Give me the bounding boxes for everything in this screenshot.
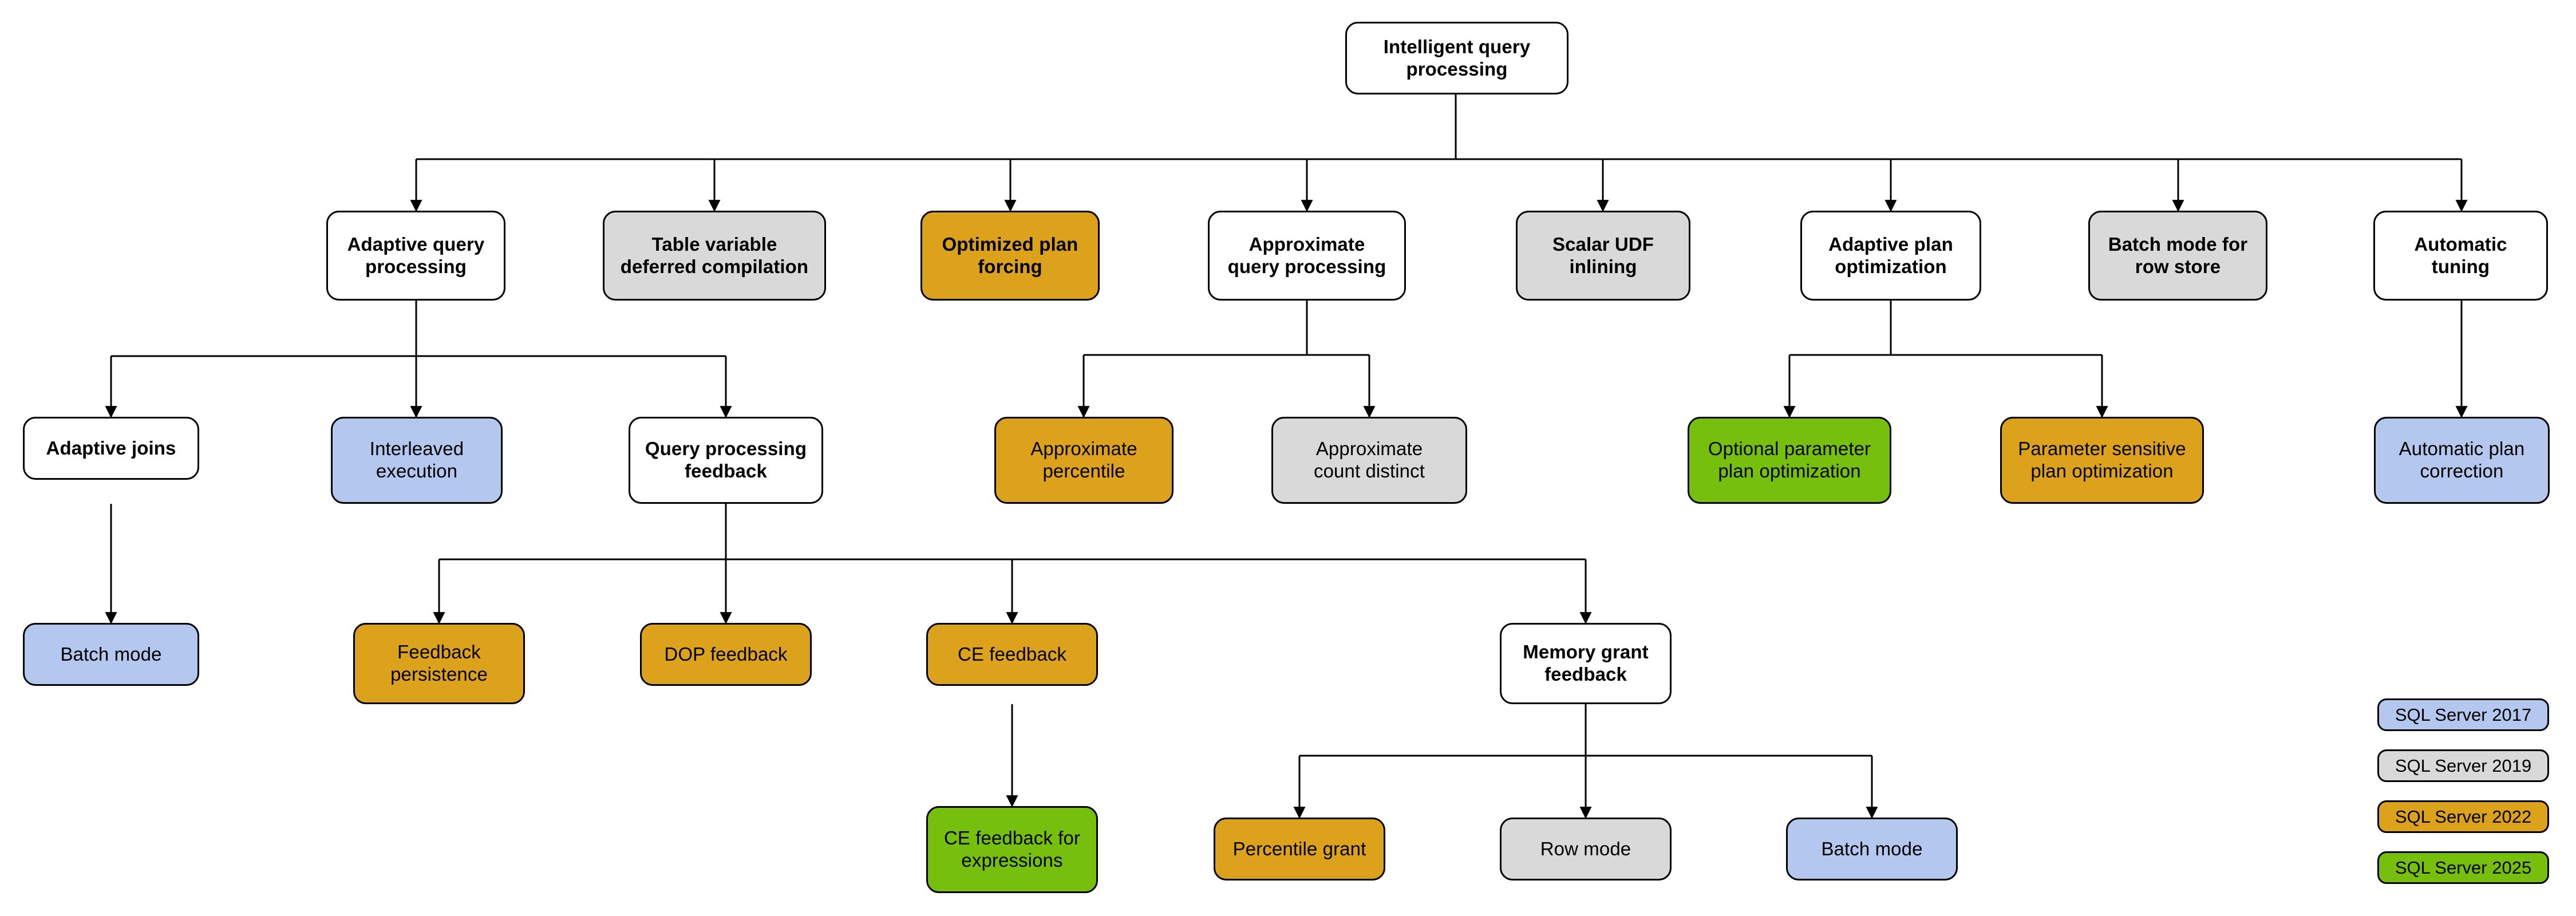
node-query-processing-feedback[interactable]: Query processing feedback [629, 417, 823, 504]
node-interleaved-execution[interactable]: Interleaved execution [331, 417, 503, 504]
node-label: Intelligent query processing [1383, 35, 1531, 80]
node-label: Percentile grant [1232, 838, 1366, 859]
node-approximate-count-distinct[interactable]: Approximate count distinct [1271, 417, 1467, 504]
node-label: Batch mode [60, 643, 162, 665]
legend-label: SQL Server 2019 [2395, 755, 2532, 776]
edge-group-aqp [105, 301, 732, 418]
edge-group-apq [1077, 301, 1376, 418]
edge-group-qpf [433, 504, 1592, 625]
node-label: Row mode [1540, 838, 1631, 859]
legend-item-sql-server-2022[interactable]: SQL Server 2022 [2377, 800, 2549, 833]
node-label: Optional parameter plan optimization [1708, 438, 1871, 481]
node-table-variable-deferred-compilation[interactable]: Table variable deferred compilation [603, 211, 826, 301]
edge-group-apo [1783, 301, 2108, 418]
node-approximate-query-processing[interactable]: Approximate query processing [1208, 211, 1406, 301]
node-adaptive-plan-optimization[interactable]: Adaptive plan optimization [1800, 211, 1981, 301]
edge-group-mgf [1293, 704, 1878, 819]
node-parameter-sensitive-plan-optimization[interactable]: Parameter sensitive plan optimization [2000, 417, 2204, 504]
node-label: Batch mode [1821, 838, 1923, 859]
node-intelligent-query-processing[interactable]: Intelligent query processing [1345, 22, 1568, 94]
node-label: Memory grant feedback [1523, 641, 1649, 685]
node-optimized-plan-forcing[interactable]: Optimized plan forcing [920, 211, 1100, 301]
legend-label: SQL Server 2025 [2395, 857, 2532, 878]
legend-item-sql-server-2019[interactable]: SQL Server 2019 [2377, 749, 2549, 782]
node-label: Automatic tuning [2414, 233, 2507, 277]
legend-label: SQL Server 2022 [2395, 806, 2532, 827]
node-label: Scalar UDF inlining [1552, 233, 1654, 277]
node-label: Approximate query processing [1227, 233, 1386, 277]
node-label: Batch mode for row store [2108, 233, 2248, 277]
node-label: Adaptive query processing [347, 233, 485, 277]
legend-label: SQL Server 2017 [2395, 704, 2532, 725]
node-label: Optimized plan forcing [942, 233, 1078, 277]
node-label: DOP feedback [664, 643, 788, 665]
legend-item-sql-server-2025[interactable]: SQL Server 2025 [2377, 851, 2549, 884]
node-label: Interleaved execution [369, 438, 464, 481]
node-ce-feedback[interactable]: CE feedback [926, 623, 1098, 686]
node-automatic-tuning[interactable]: Automatic tuning [2373, 211, 2548, 301]
node-feedback-persistence[interactable]: Feedback persistence [353, 623, 525, 704]
legend-item-sql-server-2017[interactable]: SQL Server 2017 [2377, 698, 2549, 731]
node-label: Table variable deferred compilation [620, 233, 809, 277]
node-dop-feedback[interactable]: DOP feedback [640, 623, 812, 686]
node-adaptive-joins[interactable]: Adaptive joins [23, 417, 199, 480]
node-scalar-udf-inlining[interactable]: Scalar UDF inlining [1516, 211, 1690, 301]
node-memory-grant-feedback[interactable]: Memory grant feedback [1500, 623, 1672, 704]
node-row-mode[interactable]: Row mode [1500, 818, 1672, 881]
node-batch-mode-adaptive-joins[interactable]: Batch mode [23, 623, 199, 686]
node-label: CE feedback for expressions [943, 827, 1081, 871]
node-label: CE feedback [957, 643, 1067, 665]
node-adaptive-query-processing[interactable]: Adaptive query processing [326, 211, 505, 301]
node-approximate-percentile[interactable]: Approximate percentile [994, 417, 1174, 504]
node-label: Approximate count distinct [1313, 438, 1425, 481]
node-label: Parameter sensitive plan optimization [2018, 438, 2186, 481]
node-label: Query processing feedback [645, 438, 807, 481]
node-batch-mode-memory-grant[interactable]: Batch mode [1786, 818, 1958, 881]
node-ce-feedback-for-expressions[interactable]: CE feedback for expressions [926, 806, 1098, 893]
edge-group-root [410, 94, 2468, 212]
node-label: Adaptive plan optimization [1828, 233, 1953, 277]
node-label: Approximate percentile [1030, 438, 1137, 481]
node-optional-parameter-plan-optimization[interactable]: Optional parameter plan optimization [1688, 417, 1891, 504]
node-batch-mode-for-row-store[interactable]: Batch mode for row store [2088, 211, 2267, 301]
node-label: Automatic plan correction [2399, 438, 2525, 481]
node-label: Adaptive joins [46, 437, 176, 459]
node-percentile-grant[interactable]: Percentile grant [1214, 818, 1385, 881]
node-label: Feedback persistence [390, 641, 488, 685]
node-automatic-plan-correction[interactable]: Automatic plan correction [2374, 417, 2550, 504]
